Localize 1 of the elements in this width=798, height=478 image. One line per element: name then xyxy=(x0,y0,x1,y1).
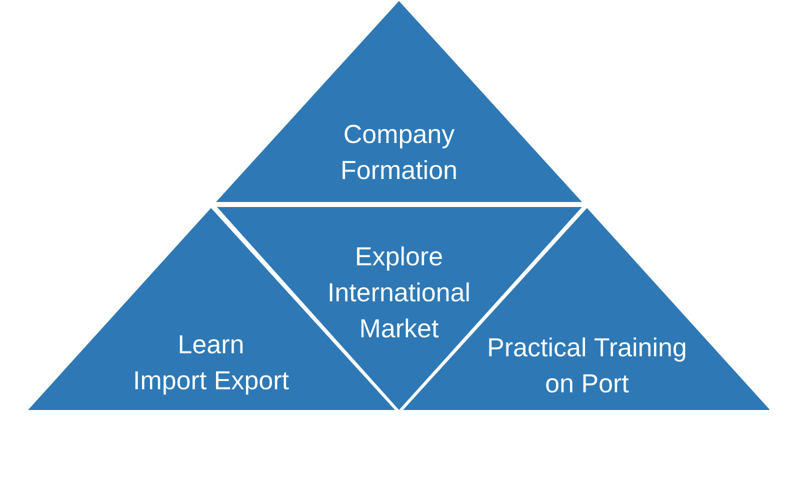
triangle: Company Formation xyxy=(216,1,582,202)
